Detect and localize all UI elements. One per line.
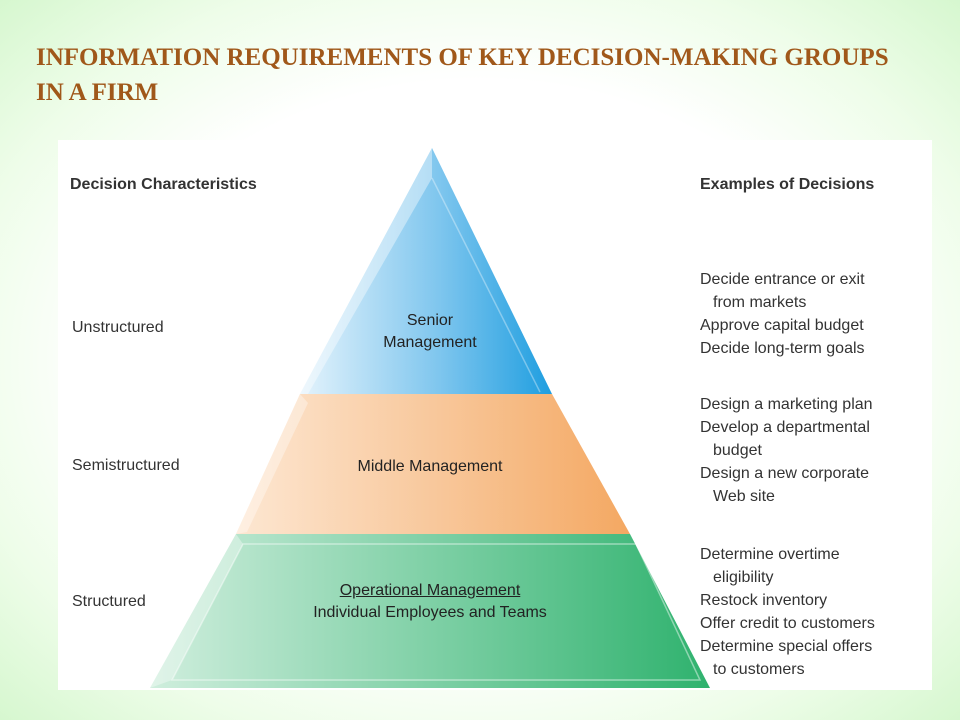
example-item: Decide long-term goals xyxy=(700,340,865,357)
example-item: Develop a departmental xyxy=(700,419,870,436)
characteristic-structured: Structured xyxy=(72,593,146,610)
senior-examples-list: Decide entrance or exit from markets App… xyxy=(700,268,865,360)
example-item: to customers xyxy=(713,661,805,678)
senior-management-label: Senior Management xyxy=(360,310,500,354)
operational-label-line2: Individual Employees and Teams xyxy=(313,604,547,621)
example-item: Offer credit to customers xyxy=(700,615,875,632)
example-item: Approve capital budget xyxy=(700,317,864,334)
example-item: Web site xyxy=(713,488,775,505)
middle-examples-list: Design a marketing plan Develop a depart… xyxy=(700,393,873,508)
slide-title: INFORMATION REQUIREMENTS OF KEY DECISION… xyxy=(36,44,889,106)
senior-tier xyxy=(300,148,552,394)
example-item: budget xyxy=(713,442,762,459)
example-item: Restock inventory xyxy=(700,592,828,609)
operational-examples-list: Determine overtime eligibility Restock i… xyxy=(700,543,875,681)
example-item: from markets xyxy=(713,294,807,311)
operational-management-label: Operational Management Individual Employ… xyxy=(270,580,590,624)
senior-tier-ridge xyxy=(431,177,541,393)
operational-label-line1: Operational Management xyxy=(339,582,521,599)
middle-tier xyxy=(236,394,630,534)
example-item: eligibility xyxy=(713,569,774,586)
characteristic-unstructured: Unstructured xyxy=(72,319,164,336)
senior-label-line2: Management xyxy=(383,334,477,351)
example-item: Decide entrance or exit xyxy=(700,271,865,288)
operational-tier-front xyxy=(170,543,702,681)
example-item: Design a new corporate xyxy=(700,465,869,482)
examples-of-decisions-header: Examples of Decisions xyxy=(700,176,875,193)
example-item: Determine overtime xyxy=(700,546,840,563)
operational-tier-bevel xyxy=(150,534,243,688)
example-item: Design a marketing plan xyxy=(700,396,873,413)
characteristic-semistructured: Semistructured xyxy=(72,457,180,474)
senior-tier-bevel xyxy=(300,148,432,394)
senior-label-line1: Senior xyxy=(406,312,454,329)
example-item: Determine special offers xyxy=(700,638,873,655)
decision-characteristics-header: Decision Characteristics xyxy=(70,176,257,193)
operational-tier xyxy=(150,534,710,688)
middle-tier-bevel xyxy=(236,394,308,534)
middle-management-label: Middle Management xyxy=(357,458,503,475)
